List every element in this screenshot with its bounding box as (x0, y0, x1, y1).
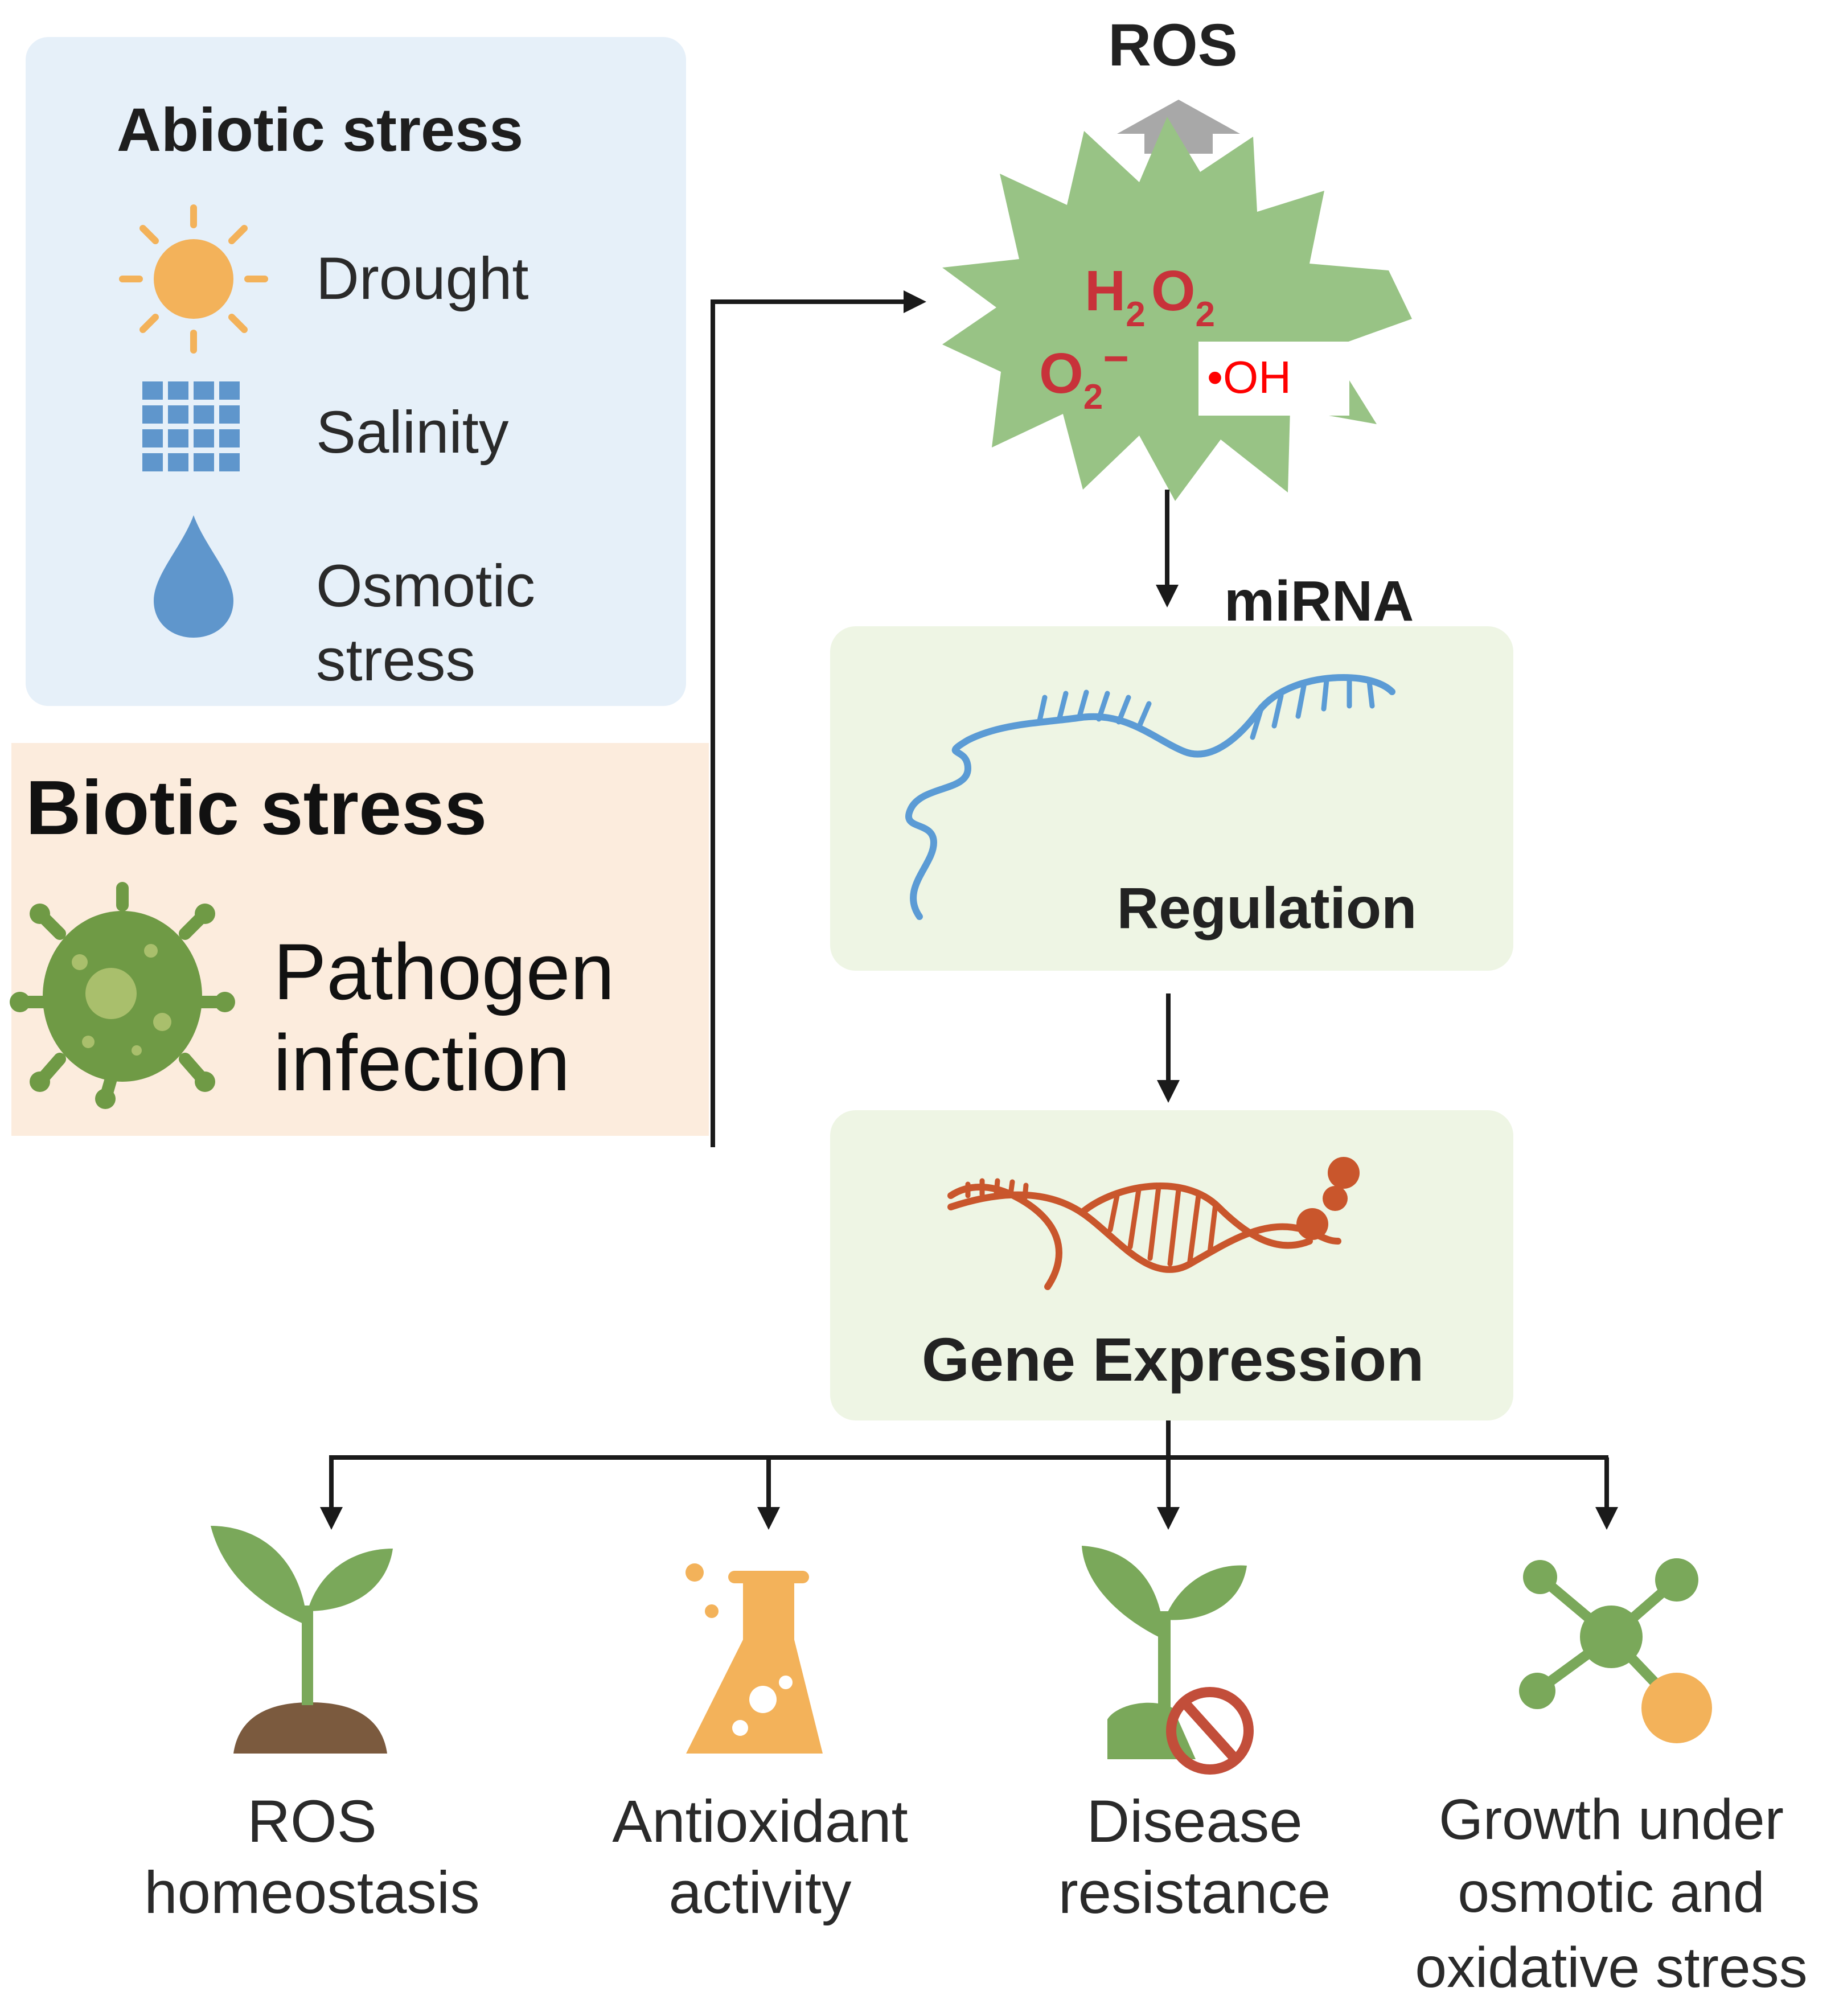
pathogen-icon (10, 882, 235, 1109)
molecule-icon (1519, 1558, 1712, 1743)
superoxide-charge: − (1103, 333, 1129, 383)
salt-grid-icon (142, 381, 240, 471)
regulation-box: Regulation (830, 626, 1513, 971)
outcome-growth-under-stress: Growth under osmotic and oxidative stres… (1415, 1558, 1808, 1999)
salinity-label: Salinity (316, 399, 509, 466)
superoxide-o: O (1039, 342, 1083, 405)
outcome-antioxidant-line2: activity (669, 1859, 852, 1926)
h2o2-h: H (1085, 259, 1126, 323)
ros-top-label: ROS (1108, 12, 1238, 79)
flask-icon (685, 1563, 823, 1754)
outcome-ros-homeostasis: ROS homeostasis (144, 1526, 480, 1926)
outcome-disease-line1: Disease (1086, 1788, 1302, 1855)
superoxide-label: O2− (1039, 333, 1129, 417)
osmotic-label-line1: Osmotic (316, 553, 535, 619)
superoxide-sub: 2 (1083, 377, 1103, 417)
abiotic-stress-panel: Abiotic stress Drought (26, 37, 686, 706)
gene-expression-box: Gene Expression (830, 1110, 1513, 1420)
h2o2-o: O (1151, 259, 1196, 323)
sun-icon (119, 204, 268, 354)
pathogen-label-line1: Pathogen (273, 927, 614, 1016)
outcome-growth-line1: Growth under (1439, 1788, 1784, 1851)
hydroxyl-label: •OH (1207, 352, 1291, 403)
seedling-prohibited-icon (1082, 1546, 1254, 1775)
outcome-disease-line2: resistance (1058, 1859, 1331, 1926)
ros-up-arrow-icon (1117, 100, 1240, 154)
hydroxyl-label-background (1198, 342, 1349, 416)
stress-to-ros-arrow (711, 290, 926, 1147)
outcome-ros-homeostasis-line1: ROS (247, 1788, 377, 1855)
mirna-label: miRNA (1224, 569, 1414, 633)
mirna-strand-icon (905, 674, 1395, 920)
biotic-title: Biotic stress (26, 765, 487, 851)
dna-bead-icon-2 (1323, 1186, 1348, 1211)
regulation-box-background (830, 626, 1513, 971)
outcome-antioxidant-activity: Antioxidant activity (612, 1563, 908, 1926)
biotic-stress-panel: Biotic stress (10, 743, 709, 1136)
dna-bead-icon-3 (1328, 1157, 1360, 1189)
outcome-growth-line3: oxidative stress (1415, 1936, 1807, 1999)
outcome-ros-homeostasis-line2: homeostasis (144, 1859, 479, 1926)
outcome-branch-arrows (320, 1420, 1618, 1530)
gene-expression-label: Gene Expression (922, 1325, 1424, 1394)
drought-label: Drought (316, 245, 529, 312)
abiotic-title: Abiotic stress (117, 95, 523, 164)
h2o2-o-sub: 2 (1196, 295, 1215, 334)
outcome-antioxidant-line1: Antioxidant (612, 1788, 908, 1855)
h2o2-h-sub: 2 (1126, 295, 1145, 334)
outcome-disease-resistance: Disease resistance (1058, 1546, 1331, 1926)
osmotic-label-line2: stress (316, 627, 475, 693)
regulation-label: Regulation (1117, 876, 1417, 941)
pathogen-label-line2: infection (273, 1018, 570, 1107)
outcome-growth-line2: osmotic and (1458, 1861, 1764, 1924)
seedling-soil-icon (211, 1526, 393, 1754)
dna-bead-icon-1 (1296, 1208, 1328, 1240)
water-drop-icon (154, 515, 233, 638)
